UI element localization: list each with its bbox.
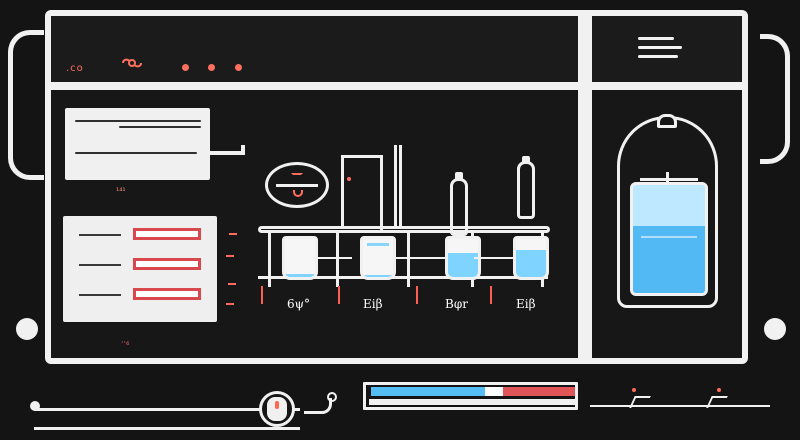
left-handle[interactable]	[8, 30, 44, 180]
progress-track	[371, 387, 575, 396]
cable-hook	[304, 398, 332, 414]
row-connector	[226, 255, 234, 257]
progress-bar	[363, 382, 578, 410]
signal-line	[590, 405, 770, 407]
lab-stand-post	[399, 145, 402, 227]
connector-line	[392, 257, 446, 259]
vertical-divider	[578, 10, 592, 364]
row-connector	[226, 303, 234, 305]
progress-base	[369, 399, 576, 405]
settings-footer-glyph: ··₆	[121, 338, 130, 347]
reservoir-cap	[657, 114, 677, 128]
settings-row[interactable]	[71, 223, 209, 247]
column-cap	[522, 156, 530, 164]
tube-fill	[363, 275, 393, 277]
sample-shelf	[258, 226, 550, 233]
link-icon[interactable]	[121, 57, 143, 69]
settings-toggle[interactable]	[133, 288, 201, 300]
bottom-slider-track[interactable]	[34, 408, 300, 430]
sample-column[interactable]	[517, 161, 535, 219]
window-dot[interactable]	[235, 64, 242, 71]
column-cap	[455, 172, 463, 180]
title-bar	[51, 16, 578, 82]
signal-dot	[717, 388, 721, 392]
settings-row[interactable]	[71, 253, 209, 277]
top-divider	[45, 82, 748, 90]
cable-ring	[327, 392, 337, 402]
sample-tube[interactable]	[513, 236, 549, 280]
tube-fill	[448, 253, 478, 277]
sample-label: Eiβ	[363, 297, 383, 311]
sample-label: Bφr	[445, 297, 468, 311]
sample-marker	[338, 286, 340, 304]
support-line	[336, 233, 339, 287]
status-dot	[347, 177, 351, 181]
sample-marker	[490, 286, 492, 304]
row-connector	[228, 283, 236, 285]
sample-marker	[416, 286, 418, 304]
top-card-connector	[205, 145, 245, 155]
tube-fill	[516, 249, 546, 277]
window-dot[interactable]	[208, 64, 215, 71]
reservoir-liquid	[633, 226, 705, 293]
settings-card[interactable]	[63, 216, 217, 322]
signal-dot	[632, 388, 636, 392]
lab-stand-post	[394, 145, 397, 227]
progress-alert-segment	[503, 387, 575, 396]
slider-left-cap[interactable]	[30, 401, 40, 411]
settings-row[interactable]	[71, 283, 209, 307]
sample-label: Eiβ	[516, 297, 536, 311]
dial-core[interactable]	[267, 397, 287, 421]
settings-toggle[interactable]	[133, 228, 201, 240]
row-connector	[229, 233, 237, 235]
sample-tube[interactable]	[360, 236, 396, 280]
progress-fill	[371, 387, 486, 396]
lab-stand-arm	[341, 155, 383, 227]
lab-stand-post	[380, 158, 383, 232]
sample-baseline	[258, 276, 548, 279]
top-card-caption: ₁₄₁	[116, 184, 126, 193]
tube-rim	[367, 243, 389, 246]
left-handle-knob[interactable]	[16, 318, 38, 340]
reservoir-liquid-frame	[630, 182, 708, 296]
hamburger-icon[interactable]	[638, 37, 682, 61]
connector-line	[312, 257, 352, 259]
medicine-icon	[265, 162, 329, 208]
connector-line	[474, 257, 516, 259]
support-line	[407, 233, 410, 287]
right-handle[interactable]	[760, 34, 790, 164]
window-dot[interactable]	[182, 64, 189, 71]
reservoir-top-line	[640, 178, 698, 181]
tube-fill	[285, 273, 315, 277]
sample-label: 6ψ°	[287, 297, 311, 311]
support-line	[268, 233, 271, 287]
sample-marker	[261, 286, 263, 304]
settings-toggle[interactable]	[133, 258, 201, 270]
menu-panel	[592, 16, 742, 82]
sample-column[interactable]	[450, 178, 468, 236]
title-glyph: .co	[66, 63, 84, 74]
right-handle-knob[interactable]	[764, 318, 786, 340]
top-card[interactable]	[65, 108, 210, 180]
